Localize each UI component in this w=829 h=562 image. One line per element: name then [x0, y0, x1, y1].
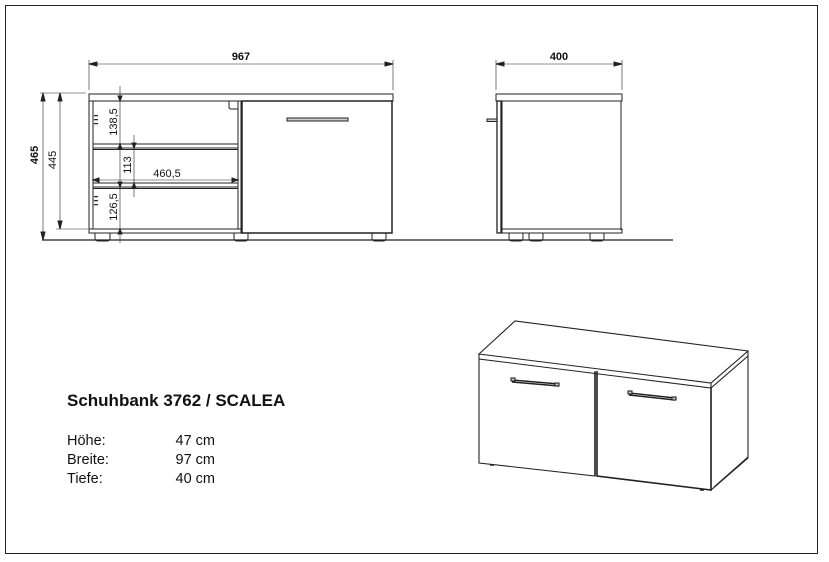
spec-label: Breite: [67, 452, 109, 468]
spec-value: 97 cm [175, 452, 216, 468]
product-specs: Höhe: 47 cm Breite: 97 cm Tiefe: 40 cm [67, 432, 215, 489]
spec-value: 47 cm [175, 433, 216, 449]
spec-label: Tiefe: [67, 471, 103, 487]
depth-dimension-label: 400 [550, 51, 568, 63]
side-view [420, 60, 673, 242]
isometric-view [477, 320, 750, 492]
bottom-compartment-dimension-label: 126,5 [108, 193, 120, 221]
spec-value: 40 cm [175, 471, 216, 487]
body-height-dimension-label: 445 [47, 151, 59, 169]
spec-row-width: Breite: 97 cm [67, 451, 215, 470]
spec-row-depth: Tiefe: 40 cm [67, 470, 215, 489]
front-view [40, 60, 420, 243]
product-title: Schuhbank 3762 / SCALEA [67, 391, 286, 410]
spec-label: Höhe: [67, 433, 106, 449]
spec-row-height: Höhe: 47 cm [67, 432, 215, 451]
middle-compartment-dimension-label: 113 [122, 156, 134, 174]
drawing-frame [5, 5, 818, 554]
top-compartment-dimension-label: 138,5 [108, 108, 120, 136]
width-dimension-label: 967 [232, 51, 250, 63]
total-height-dimension-label: 465 [29, 146, 41, 164]
shelf-width-dimension-label: 460,5 [153, 168, 181, 180]
